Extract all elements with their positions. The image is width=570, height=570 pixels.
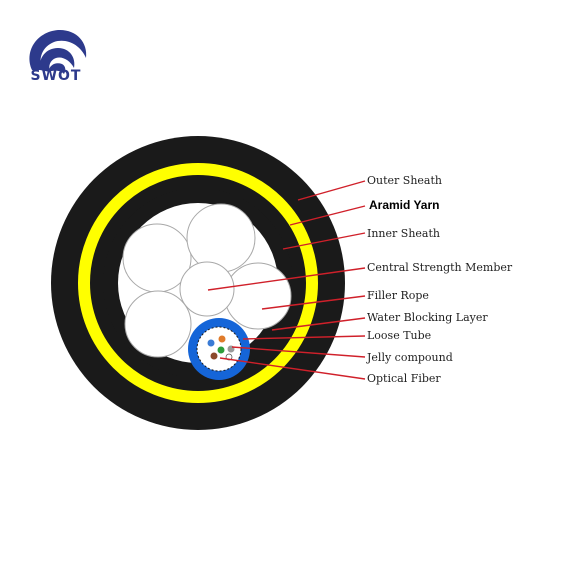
label-outer-sheath: Outer Sheath	[367, 174, 442, 187]
leader-filler-rope	[261, 295, 366, 310]
filler-rope	[186, 203, 256, 273]
label-loose-tube: Loose Tube	[367, 329, 431, 342]
leader-optical-fiber	[219, 357, 366, 380]
leader-outer-sheath	[297, 180, 366, 201]
aramid-yarn-layer	[78, 163, 318, 403]
label-filler-rope: Filler Rope	[367, 289, 429, 302]
leader-aramid-yarn	[289, 205, 366, 226]
leader-water-blocking-layer	[271, 317, 366, 331]
leader-jelly-compound	[231, 346, 366, 358]
optical-fiber	[217, 346, 225, 354]
label-optical-fiber: Optical Fiber	[367, 372, 441, 385]
optical-fiber	[210, 352, 218, 360]
label-aramid-yarn: Aramid Yarn	[369, 198, 439, 212]
leader-inner-sheath	[282, 232, 366, 250]
label-inner-sheath: Inner Sheath	[367, 227, 440, 240]
filler-rope	[124, 290, 192, 358]
leader-central-strength-member	[207, 267, 366, 291]
central-strength-member	[179, 261, 235, 317]
optical-fiber	[218, 335, 226, 343]
leader-lines	[207, 180, 366, 380]
label-jelly-compound: Jelly compound	[366, 351, 453, 364]
optical-fiber	[207, 339, 215, 347]
filler-rope	[224, 262, 292, 330]
leader-loose-tube	[242, 335, 366, 340]
label-central-strength-member: Central Strength Member	[367, 261, 513, 274]
label-water-blocking-layer: Water Blocking Layer	[367, 311, 488, 324]
brand-name: SWOT	[30, 68, 82, 84]
swot-logo-icon	[29, 29, 87, 74]
